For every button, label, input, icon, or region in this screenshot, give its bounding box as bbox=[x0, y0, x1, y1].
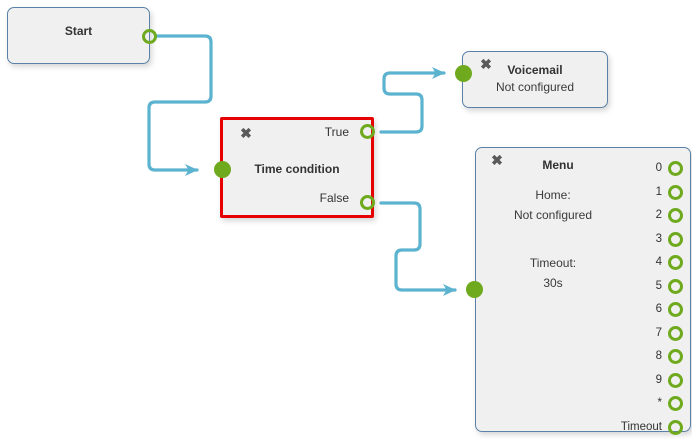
port-label-menu-*: * bbox=[657, 397, 662, 409]
port-menu-out-timeout[interactable] bbox=[668, 420, 683, 435]
port-start-out[interactable] bbox=[142, 29, 157, 44]
close-icon[interactable]: ✖ bbox=[480, 56, 492, 72]
port-label-menu-9: 9 bbox=[655, 374, 662, 386]
node-voicemail-title: Voicemail bbox=[507, 63, 563, 77]
port-label-menu-4: 4 bbox=[655, 256, 662, 268]
node-menu[interactable]: ✖ Menu Home: Not configured Timeout: 30s bbox=[475, 147, 691, 432]
port-menu-out-7[interactable] bbox=[668, 326, 683, 341]
port-menu-out-4[interactable] bbox=[668, 255, 683, 270]
node-menu-home-value: Not configured bbox=[513, 208, 593, 222]
port-time-condition-false[interactable] bbox=[360, 195, 375, 210]
link-true-to-voicemail[interactable] bbox=[379, 67, 446, 134]
close-icon[interactable]: ✖ bbox=[240, 125, 252, 141]
port-label-menu-1: 1 bbox=[655, 186, 662, 198]
port-menu-out-8[interactable] bbox=[668, 349, 683, 364]
port-label-menu-0: 0 bbox=[655, 162, 662, 174]
port-label-menu-2: 2 bbox=[655, 209, 662, 221]
port-label-menu-8: 8 bbox=[655, 350, 662, 362]
node-menu-timeout-label: Timeout: bbox=[529, 256, 577, 270]
port-menu-out-1[interactable] bbox=[668, 185, 683, 200]
node-menu-home-label: Home: bbox=[535, 188, 571, 202]
link-start-to-timecondition[interactable] bbox=[147, 34, 213, 176]
port-menu-out-5[interactable] bbox=[668, 279, 683, 294]
node-time-condition[interactable]: ✖ Time condition True False bbox=[220, 117, 374, 218]
port-time-condition-true[interactable] bbox=[360, 124, 375, 139]
node-time-condition-title: Time condition bbox=[254, 162, 340, 176]
node-menu-timeout-value: 30s bbox=[543, 276, 563, 290]
port-label-menu-5: 5 bbox=[655, 280, 662, 292]
port-label-menu-7: 7 bbox=[655, 327, 662, 339]
port-time-condition-in[interactable] bbox=[214, 161, 231, 178]
port-menu-out-*[interactable] bbox=[668, 396, 683, 411]
node-start-title: Start bbox=[64, 24, 93, 38]
port-menu-out-6[interactable] bbox=[668, 302, 683, 317]
link-false-to-menu[interactable] bbox=[379, 201, 457, 296]
node-start[interactable]: Start bbox=[7, 7, 150, 64]
node-voicemail-subtitle: Not configured bbox=[495, 80, 575, 94]
port-menu-out-9[interactable] bbox=[668, 373, 683, 388]
port-menu-out-0[interactable] bbox=[668, 161, 683, 176]
port-label-menu-6: 6 bbox=[655, 303, 662, 315]
port-label-menu-3: 3 bbox=[655, 233, 662, 245]
port-label-menu-timeout: Timeout bbox=[620, 421, 662, 433]
port-menu-out-2[interactable] bbox=[668, 208, 683, 223]
node-menu-title: Menu bbox=[542, 158, 574, 172]
port-voicemail-in[interactable] bbox=[455, 65, 472, 82]
port-menu-out-3[interactable] bbox=[668, 232, 683, 247]
port-menu-in[interactable] bbox=[466, 281, 483, 298]
node-voicemail[interactable]: ✖ Voicemail Not configured bbox=[462, 51, 608, 108]
port-label-false: False bbox=[319, 191, 349, 205]
close-icon[interactable]: ✖ bbox=[491, 152, 503, 168]
port-label-true: True bbox=[324, 125, 349, 139]
